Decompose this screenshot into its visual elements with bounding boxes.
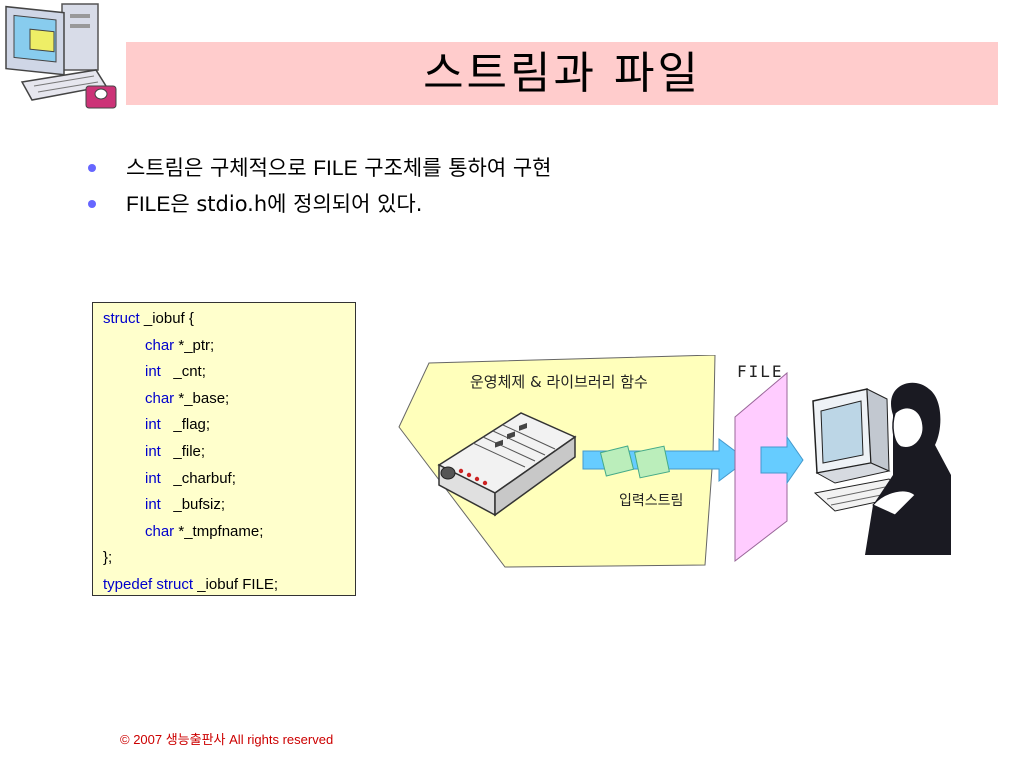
- code-text: _cnt;: [160, 363, 206, 381]
- code-keyword: typedef struct: [103, 575, 194, 593]
- code-text: _flag;: [160, 416, 211, 434]
- user-at-computer-icon: [812, 382, 951, 555]
- bullet-2-emph: FILE: [126, 193, 171, 216]
- code-line: };: [103, 545, 355, 572]
- code-line: char *_base;: [103, 386, 355, 413]
- stream-diagram: 운영체제 & 라이브러리 함수 입력스트림 FILE: [398, 355, 951, 568]
- code-text: _iobuf {: [139, 310, 194, 327]
- code-line: char *_tmpfname;: [103, 519, 355, 546]
- code-line: typedef struct _iobuf FILE;: [103, 572, 355, 599]
- file-label: FILE: [737, 362, 784, 381]
- code-keyword: struct: [103, 310, 140, 327]
- code-text: *_base;: [174, 389, 230, 407]
- code-keyword: int: [145, 442, 161, 460]
- code-keyword: int: [145, 363, 161, 381]
- bullet-1-emph: FILE: [313, 157, 358, 180]
- code-line: char *_ptr;: [103, 333, 355, 360]
- bullet-item-2: FILE은 stdio.h에 정의되어 있다.: [88, 186, 988, 222]
- bullet-item-1: 스트림은 구체적으로 FILE 구조체를 통하여 구현: [88, 150, 988, 186]
- computer-logo-icon: [5, 3, 117, 109]
- copyright-footer: © 2007 생능출판사 All rights reserved: [120, 732, 334, 747]
- code-text: _bufsiz;: [160, 496, 226, 514]
- bullet-list: 스트림은 구체적으로 FILE 구조체를 통하여 구현 FILE은 stdio.…: [88, 150, 988, 222]
- code-keyword: int: [145, 496, 161, 514]
- code-text: *_ptr;: [174, 336, 215, 354]
- stream-label: 입력스트림: [619, 493, 683, 509]
- code-text: _file;: [160, 442, 206, 460]
- code-keyword: char: [145, 336, 175, 354]
- data-packet: [634, 445, 670, 479]
- code-line: int _flag;: [103, 412, 355, 439]
- code-text: _charbuf;: [160, 469, 236, 487]
- bullet-dot: [88, 164, 96, 172]
- output-arrow: [760, 435, 804, 485]
- code-line: int _file;: [103, 439, 355, 466]
- code-text: *_tmpfname;: [174, 522, 264, 540]
- code-line: struct _iobuf {: [103, 306, 355, 333]
- modem-icon: [437, 412, 577, 517]
- code-keyword: char: [145, 389, 175, 407]
- code-text: _iobuf FILE;: [193, 575, 279, 593]
- bullet-2-suffix: 은 stdio.h에 정의되어 있다.: [170, 192, 423, 216]
- os-label: 운영체제 & 라이브러리 함수: [470, 373, 648, 391]
- code-keyword: int: [145, 416, 161, 434]
- code-keyword: char: [145, 522, 175, 540]
- page-title: 스트림과 파일: [423, 48, 701, 99]
- code-text: };: [103, 549, 113, 567]
- data-packet: [599, 445, 635, 477]
- code-line: int _charbuf;: [103, 466, 355, 493]
- bullet-1-suffix: 구조체를 통하여 구현: [357, 156, 552, 180]
- bullet-1-prefix: 스트림은 구체적으로: [126, 156, 314, 180]
- code-line: int _bufsiz;: [103, 492, 355, 519]
- code-box: struct _iobuf { char *_ptr; int _cnt; ch…: [92, 302, 356, 596]
- code-keyword: int: [145, 469, 161, 487]
- title-bar: [126, 42, 998, 105]
- code-line: int _cnt;: [103, 359, 355, 386]
- bullet-dot: [88, 200, 96, 208]
